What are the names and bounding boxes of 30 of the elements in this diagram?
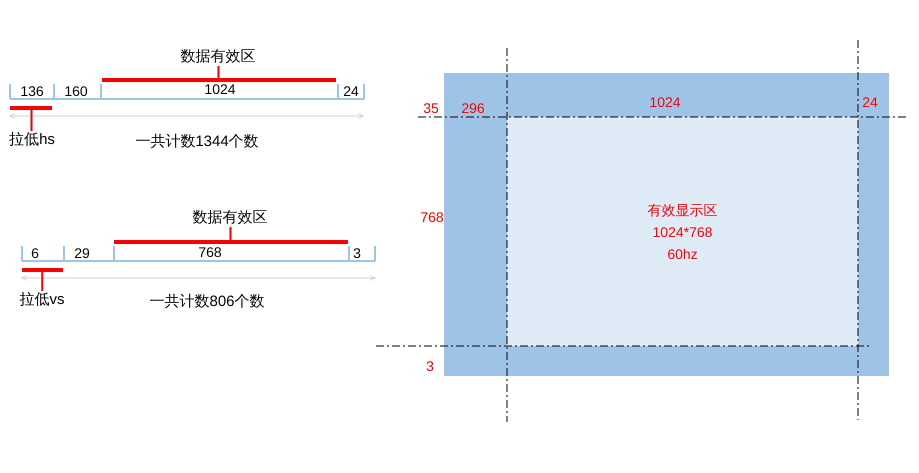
segment-value: 1024: [204, 81, 236, 97]
text-label: 拉低hs: [9, 131, 55, 149]
dimension-value: 1024: [649, 94, 681, 110]
display-area: 有效显示区 1024*768 60hz: [507, 117, 858, 346]
leader-line: [41, 272, 44, 291]
dimension-value: 24: [862, 94, 878, 110]
segment-value: 一共计数806个数: [149, 294, 265, 310]
text-label: 数据有效区: [180, 48, 256, 66]
segment-value: 136: [20, 83, 44, 99]
dimension-value: 768: [420, 209, 444, 225]
segment-value: 3: [353, 245, 361, 261]
screen-frame: [444, 73, 889, 376]
leader-line: [230, 227, 232, 240]
segment-value: 768: [198, 244, 222, 260]
signal-bar: [102, 78, 336, 82]
text-label: 数据有效区: [192, 209, 268, 227]
dimension-value: 296: [461, 100, 485, 116]
dimension-value: 3: [426, 358, 434, 374]
signal-bar: [22, 268, 63, 272]
segment-value: 29: [74, 245, 90, 261]
signal-bar: [114, 240, 348, 244]
signal-bar: [10, 106, 52, 110]
segment-value: 24: [343, 83, 359, 99]
text-label: 拉低vs: [20, 291, 64, 309]
leader-line: [30, 110, 32, 131]
segment-value: 6: [31, 245, 39, 261]
segment-value: 160: [64, 83, 88, 99]
dimension-value: 35: [423, 100, 439, 116]
leader-line: [218, 66, 220, 78]
segment-value: 一共计数1344个数: [135, 134, 259, 150]
